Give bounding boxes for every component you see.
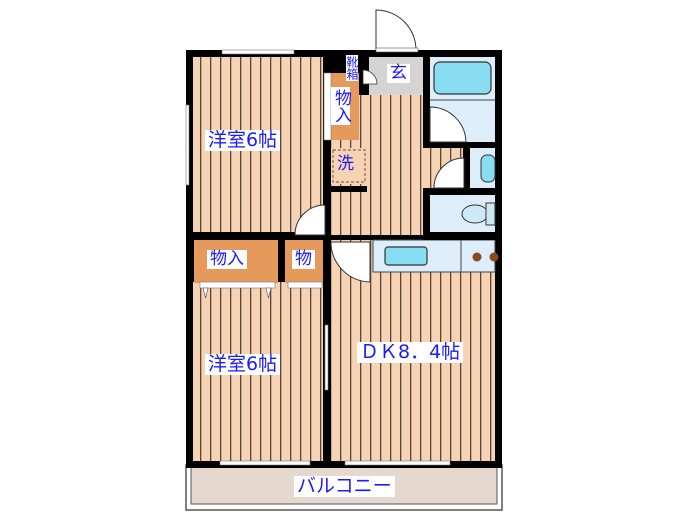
room-label-closet-south: 物入 — [207, 250, 247, 269]
balcony — [185, 464, 503, 511]
room-label-closet-north: 物入 — [331, 87, 351, 125]
room-label-western-south: 洋室6帖 — [205, 354, 281, 375]
room-label-dk: ＤＫ8．4帖 — [357, 342, 464, 363]
stove-burner — [472, 252, 482, 262]
entrance-door — [375, 9, 417, 51]
washer-space — [331, 148, 367, 184]
room-label-shoe-box: 靴箱 — [345, 55, 359, 81]
toilet — [461, 204, 489, 224]
washbasin — [480, 154, 496, 183]
room-label-washer: 洗 — [337, 154, 354, 174]
room-label-entrance: 玄 — [387, 64, 410, 83]
bathtub — [433, 61, 492, 95]
kitchen-sink — [384, 246, 428, 266]
room-label-western-north: 洋室6帖 — [205, 130, 281, 151]
room-label-balcony: バルコニー — [294, 476, 395, 497]
room-label-closet-small: 物 — [292, 250, 315, 269]
stove-burner — [489, 252, 499, 262]
